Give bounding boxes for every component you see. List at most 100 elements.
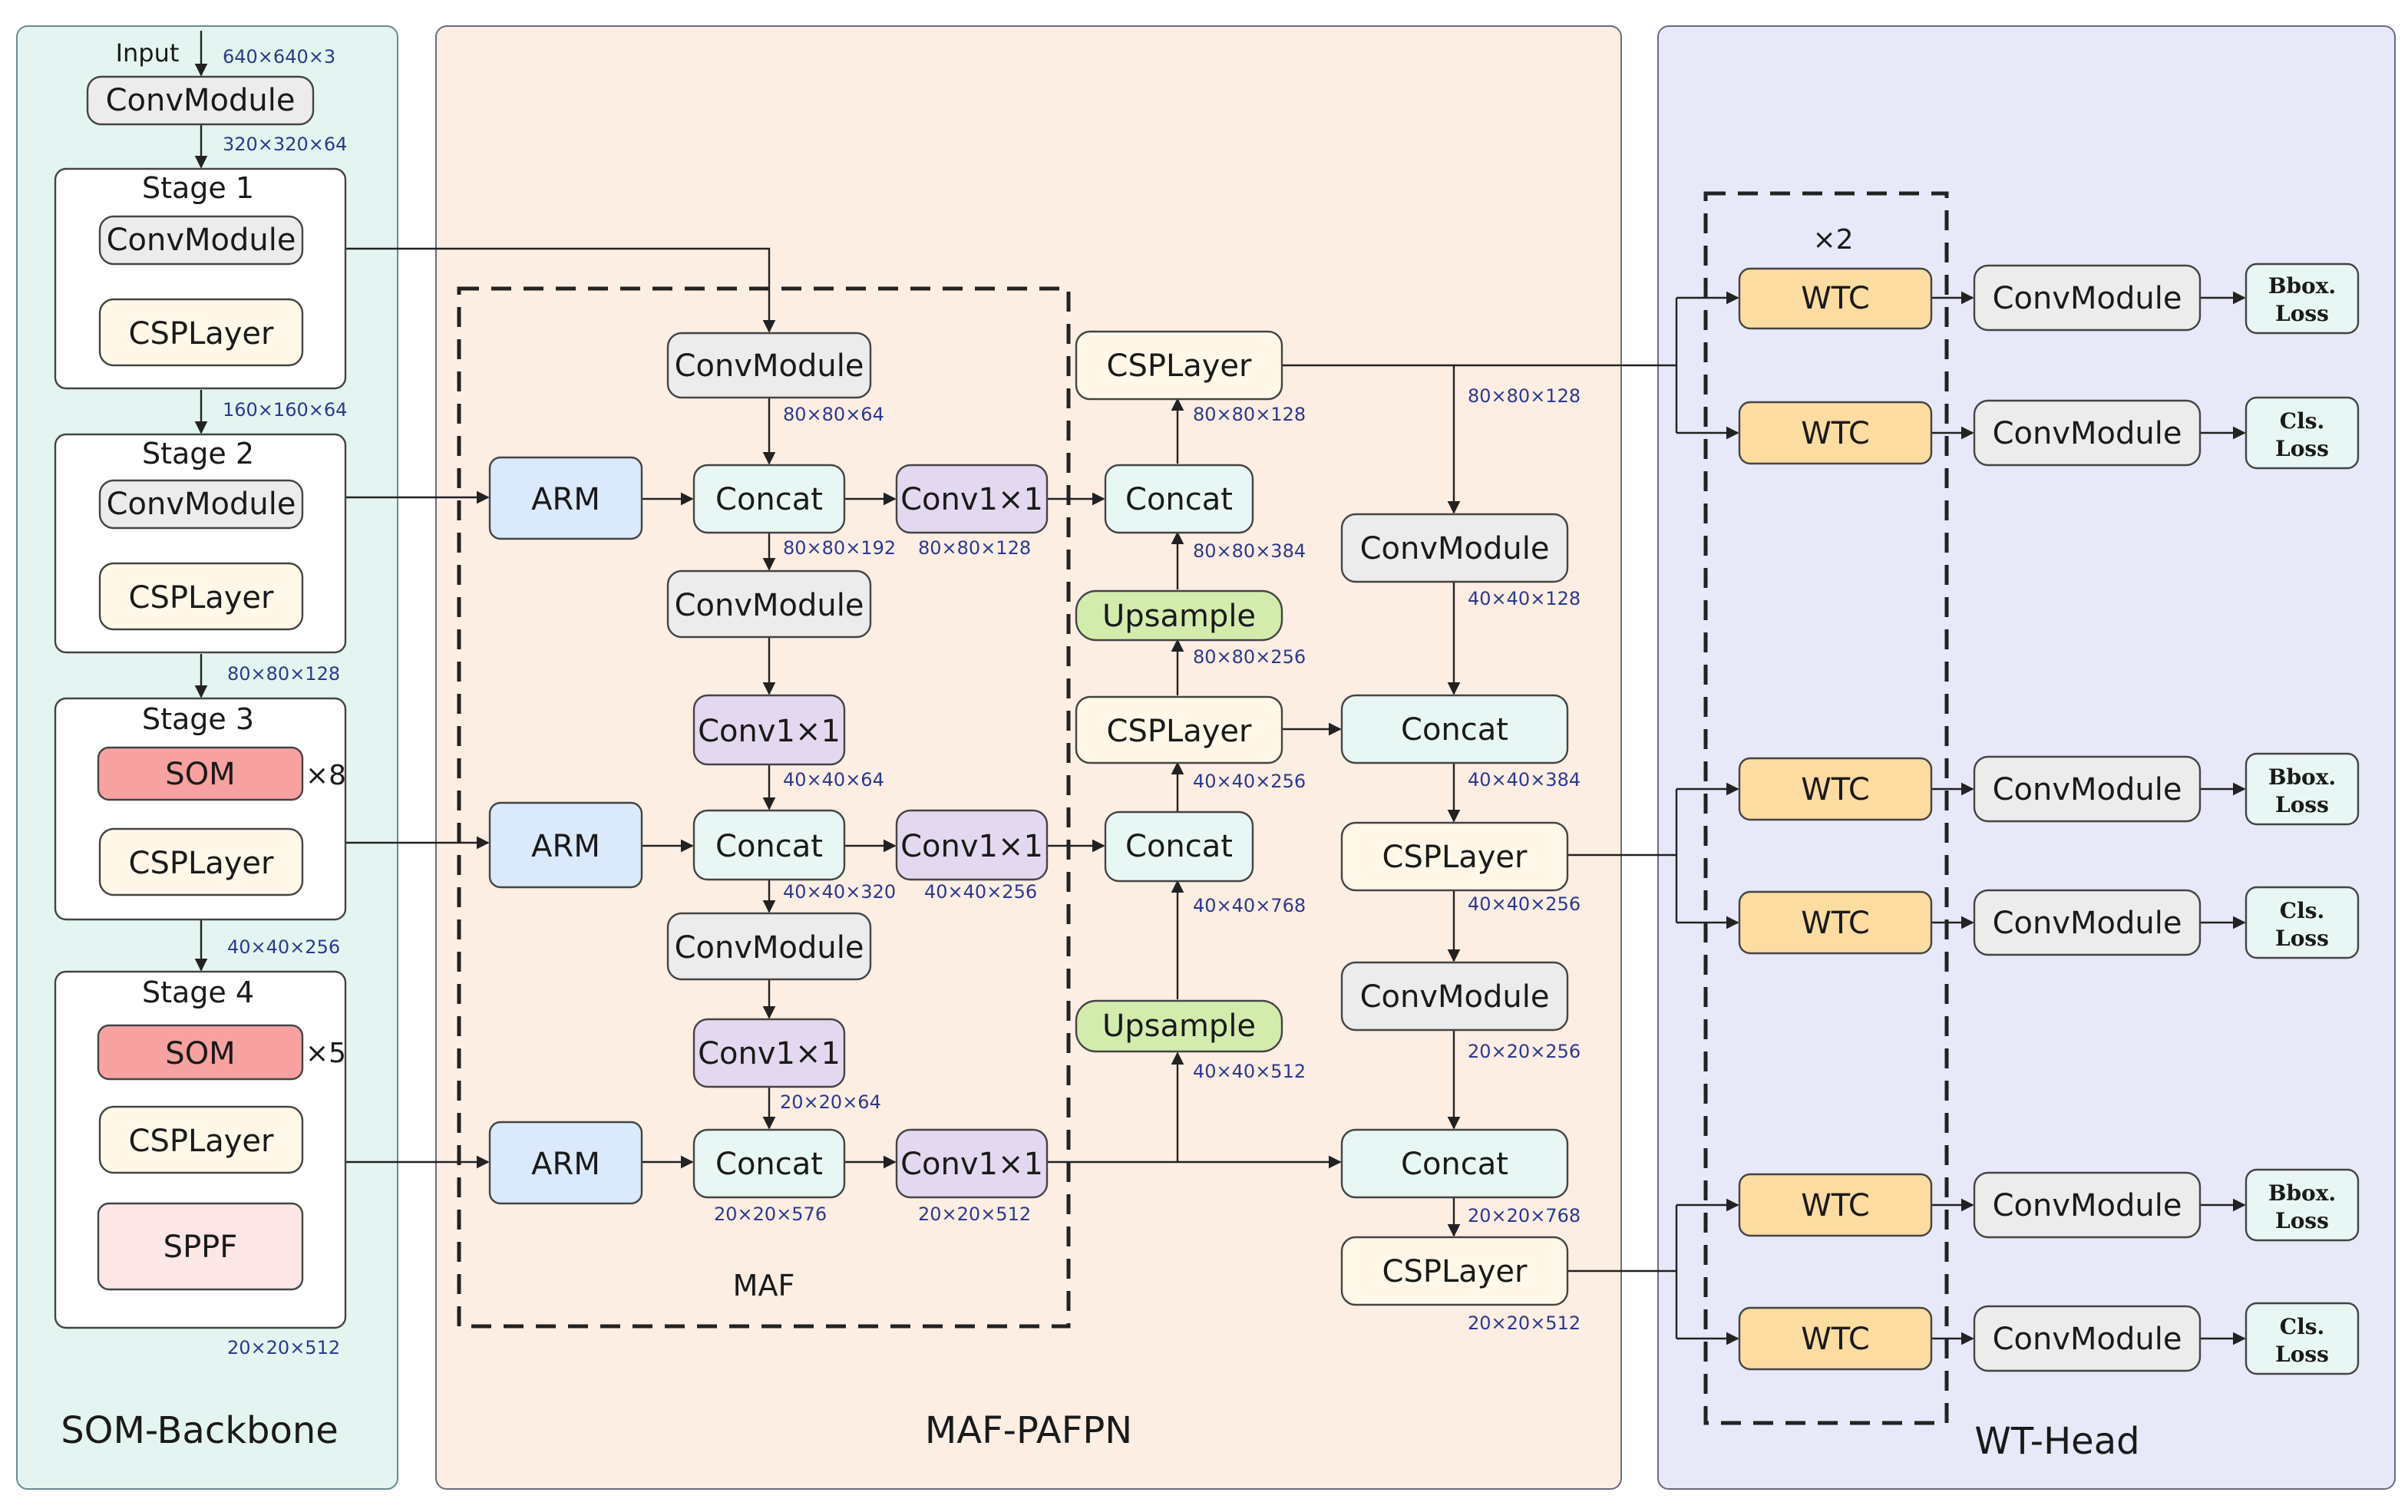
- dim-maf-conv1x1-low: 20×20×64: [780, 1091, 881, 1113]
- arm-node-3: [488, 1121, 643, 1205]
- dim-40: 40×40×256: [227, 936, 340, 958]
- bbox-loss-line1-1: Bbox.: [2268, 273, 2336, 299]
- dim-20: 20×20×512: [227, 1337, 340, 1358]
- bbox-loss-node-3: [2244, 1168, 2360, 1242]
- stage-4-repeat: ×5: [306, 1038, 346, 1069]
- arm-label-1: ARM: [531, 482, 600, 517]
- input-dim: 640×640×3: [223, 46, 335, 68]
- dim-maf-conv1x1-2: 40×40×256: [924, 881, 1037, 903]
- stage-4-som-node: [97, 1024, 304, 1081]
- bbox-loss-line2-2: Loss: [2275, 792, 2329, 817]
- head-convmodule-node-6: [1973, 1305, 2202, 1372]
- cls-loss-node-1: [2244, 396, 2360, 470]
- cls-loss-line1-2: Cls.: [2280, 898, 2324, 923]
- stage-4-csplayer-node: [98, 1105, 304, 1174]
- head-convmodule-label-3: ConvModule: [1993, 772, 2182, 807]
- head-convmodule-label-6: ConvModule: [1993, 1322, 2182, 1357]
- cls-loss-line2-2: Loss: [2275, 926, 2329, 951]
- stage-3-som-label: SOM: [165, 757, 235, 792]
- pafpn-concat-r1-node: [1340, 694, 1569, 764]
- pafpn-concat-r1-label: Concat: [1401, 712, 1508, 748]
- backbone-column: Input 640×640×3 ConvModule 320×320×64 St…: [54, 38, 347, 1358]
- dim-pafpn-csp-mid: 40×40×256: [1193, 771, 1306, 792]
- stage-1-convmodule-label: ConvModule: [107, 223, 296, 258]
- backbone-title: SOM-Backbone: [61, 1409, 339, 1452]
- stage-1-csplayer-label: CSPLayer: [129, 316, 275, 352]
- pafpn-upsample-top-label: Upsample: [1102, 599, 1256, 634]
- maf-concat-2-node: [692, 809, 846, 881]
- pafpn-csplayer-r1-label: CSPLayer: [1382, 840, 1528, 875]
- dim-80: 80×80×128: [227, 663, 340, 685]
- stage-3-som-node: [97, 746, 304, 801]
- dim-pafpn-csp-r2: 20×20×512: [1468, 1312, 1581, 1334]
- cls-loss-node-2: [2244, 886, 2360, 959]
- maf-convmodule-top-node: [666, 332, 872, 399]
- head-repeat-label: ×2: [1812, 224, 1853, 256]
- wtc-node-1: [1738, 267, 1933, 330]
- arm-node-2: [488, 801, 643, 889]
- maf-conv1x1-2-node: [895, 809, 1049, 881]
- head-dashed-group: [1703, 191, 1949, 1425]
- wtc-label-4: WTC: [1801, 906, 1870, 941]
- cls-loss-node-3: [2244, 1302, 2360, 1375]
- pafpn-csplayer-mid-node: [1075, 695, 1283, 764]
- cls-loss-line1-3: Cls.: [2280, 1314, 2324, 1339]
- pafpn-csplayer-mid-label: CSPLayer: [1107, 714, 1253, 749]
- stage-3-csplayer-label: CSPLayer: [129, 846, 275, 881]
- wtc-label-3: WTC: [1801, 772, 1870, 807]
- stage-4-csplayer-label: CSPLayer: [129, 1124, 275, 1159]
- pafpn-concat-r2-label: Concat: [1401, 1147, 1508, 1182]
- neck-title: MAF-PAFPN: [925, 1409, 1132, 1452]
- stage-1-convmodule-node: [98, 215, 304, 266]
- stem-convmodule-label: ConvModule: [106, 83, 296, 118]
- maf-convmodule-low-label: ConvModule: [675, 930, 864, 966]
- pafpn-concat-mid-label: Concat: [1125, 829, 1233, 864]
- maf-convmodule-mid-node: [666, 569, 872, 639]
- maf-concat-1-label: Concat: [715, 482, 823, 517]
- cls-loss-line2-1: Loss: [2275, 436, 2329, 461]
- wtc-label-1: WTC: [1801, 281, 1870, 316]
- stage-1-title: Stage 1: [142, 171, 254, 205]
- pafpn-convmodule-r2-node: [1340, 961, 1569, 1032]
- stage-3-csplayer-node: [98, 827, 304, 896]
- pafpn-upsample-low-label: Upsample: [1102, 1009, 1256, 1044]
- maf-concat-1-node: [692, 464, 846, 534]
- bbox-loss-line2-3: Loss: [2275, 1208, 2329, 1233]
- maf-conv1x1-low-label: Conv1×1: [698, 1036, 841, 1071]
- dim-maf-concat3: 20×20×576: [714, 1203, 827, 1225]
- head-convmodule-label-2: ConvModule: [1993, 416, 2182, 451]
- pafpn-csplayer-r1-node: [1340, 821, 1569, 892]
- pafpn-concat-mid-node: [1104, 810, 1254, 883]
- head-convmodule-node-4: [1973, 889, 2202, 956]
- pafpn-convmodule-r2-label: ConvModule: [1360, 979, 1550, 1015]
- dim-160: 160×160×64: [223, 399, 347, 421]
- bbox-loss-line1-3: Bbox.: [2268, 1180, 2336, 1206]
- stage-1-csplayer-node: [98, 298, 304, 367]
- dim-maf-concat2: 40×40×320: [783, 881, 896, 903]
- head-convmodule-label-5: ConvModule: [1993, 1188, 2182, 1223]
- wtc-node-6: [1738, 1306, 1933, 1371]
- stage-4-sppf-label: SPPF: [164, 1230, 238, 1265]
- dim-pafpn-conv-r2: 20×20×256: [1468, 1041, 1581, 1062]
- stage-3-title: Stage 3: [142, 702, 254, 736]
- stage-2-title: Stage 2: [142, 437, 254, 470]
- dim-pafpn-csp-top: 80×80×128: [1193, 404, 1306, 425]
- maf-concat-2-label: Concat: [715, 829, 823, 864]
- stage-4-sppf-node: [97, 1202, 304, 1291]
- bbox-loss-line2-1: Loss: [2275, 301, 2329, 326]
- stem-convmodule-node: [86, 75, 315, 126]
- dim-pafpn-concat-top: 80×80×384: [1193, 540, 1306, 562]
- stage-4-title: Stage 4: [142, 976, 254, 1009]
- pafpn-upsample-top-node: [1075, 589, 1283, 642]
- wtc-label-6: WTC: [1801, 1322, 1870, 1357]
- maf-conv1x1-mid-label: Conv1×1: [698, 714, 841, 749]
- pafpn-csplayer-top-label: CSPLayer: [1107, 348, 1253, 384]
- maf-conv1x1-1-label: Conv1×1: [900, 482, 1043, 517]
- dim-pafpn-up-top: 80×80×256: [1193, 646, 1306, 668]
- pafpn-csplayer-r2-node: [1340, 1236, 1569, 1306]
- wtc-node-3: [1738, 757, 1933, 821]
- maf-convmodule-low-node: [666, 912, 872, 981]
- stage-2-convmodule-node: [98, 479, 304, 530]
- head-column: WTC ConvModule Bbox. Loss WTC ConvModule…: [1738, 262, 2360, 1375]
